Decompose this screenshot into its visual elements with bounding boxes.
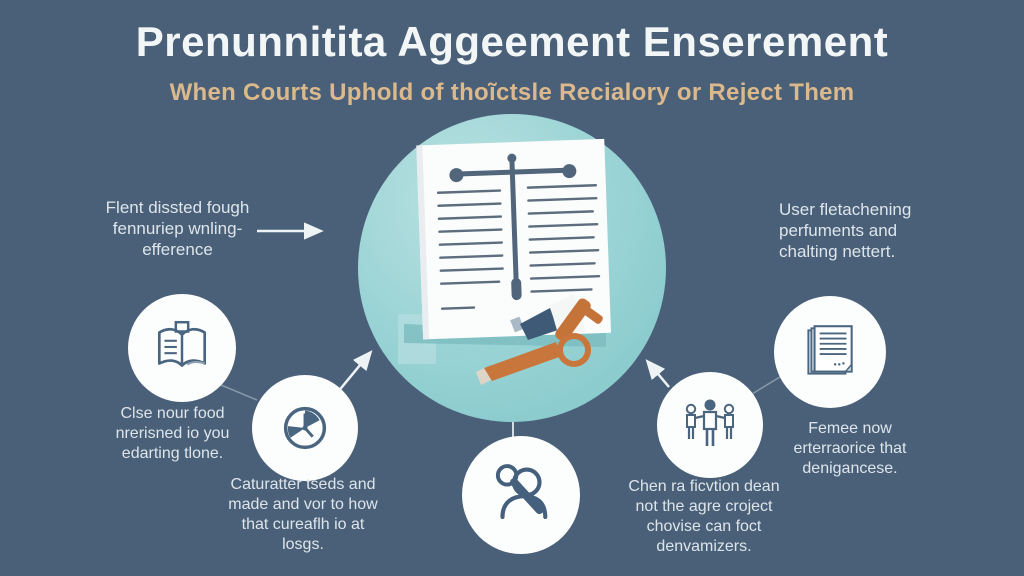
clock-icon — [283, 406, 327, 450]
book-caption: Clse nour food nrerisned io you edarting… — [70, 404, 275, 464]
left-annotation-line: Flent dissted fough — [105, 198, 250, 217]
node-people-circle — [657, 372, 763, 478]
arrow-people-to-center — [645, 359, 670, 388]
stacked-documents-icon — [807, 325, 853, 375]
person-magnifier-icon — [495, 464, 548, 520]
documents-caption-line: denigancese. — [802, 460, 898, 477]
page-subtitle: When Courts Uphold of thoĩctsle Recialor… — [169, 79, 855, 106]
contract-scale-gavel-illustration — [398, 138, 612, 385]
people-caption-line: denvamizers. — [656, 538, 752, 555]
arrow-clock-to-center — [336, 350, 373, 394]
people-caption-line: not the agre croject — [635, 498, 773, 515]
magnifier-pen-icon — [476, 333, 591, 385]
family-negotiation-icon — [685, 399, 735, 446]
contract-paper — [416, 138, 612, 340]
left-annotation-line: fennuriep wnling- — [112, 219, 243, 238]
gavel-icon — [555, 298, 603, 342]
node-book-circle — [128, 294, 236, 402]
right-annotation-line: chalting nettert. — [779, 242, 896, 261]
node-person-review-circle — [462, 436, 580, 554]
left-annotation: Flent dissted fough fennuriep wnling- ef… — [70, 197, 285, 260]
clock-caption-line: made and vor to how — [228, 496, 378, 513]
node-documents-circle — [774, 296, 886, 408]
clock-caption-line: losgs. — [282, 536, 324, 553]
clock-caption-line: Caturatter tseds and — [230, 476, 376, 493]
book-caption-line: Clse nour food — [120, 405, 225, 422]
book-caption-line: edarting tlone. — [121, 445, 224, 462]
book-caption-line: nrerisned io you — [115, 425, 230, 442]
page-title: Prenunnitita Aggeement Enserement — [135, 18, 889, 65]
right-annotation-line: perfuments and — [779, 221, 898, 240]
clock-caption-line: that cureaflh io at — [241, 516, 365, 533]
connector-book-clock — [220, 384, 258, 401]
clock-caption: Caturatter tseds and made and vor to how… — [183, 475, 423, 555]
scale-of-justice-icon — [449, 153, 577, 301]
documents-caption: Femee now erterraorice that denigancese. — [746, 419, 954, 479]
open-book-icon — [157, 320, 207, 367]
documents-caption-line: Femee now — [808, 420, 892, 437]
right-annotation: User fletachening perfuments and chaltin… — [779, 199, 959, 262]
left-annotation-line: efference — [142, 240, 213, 259]
people-caption-line: chovise can foct — [646, 518, 762, 535]
contract-text-lines — [436, 184, 601, 310]
people-caption: Chen ra ficvtion dean not the agre croje… — [580, 477, 828, 557]
right-annotation-line: User fletachening — [779, 200, 912, 219]
documents-caption-line: erterraorice that — [793, 440, 907, 457]
people-caption-line: Chen ra ficvtion dean — [628, 478, 780, 495]
